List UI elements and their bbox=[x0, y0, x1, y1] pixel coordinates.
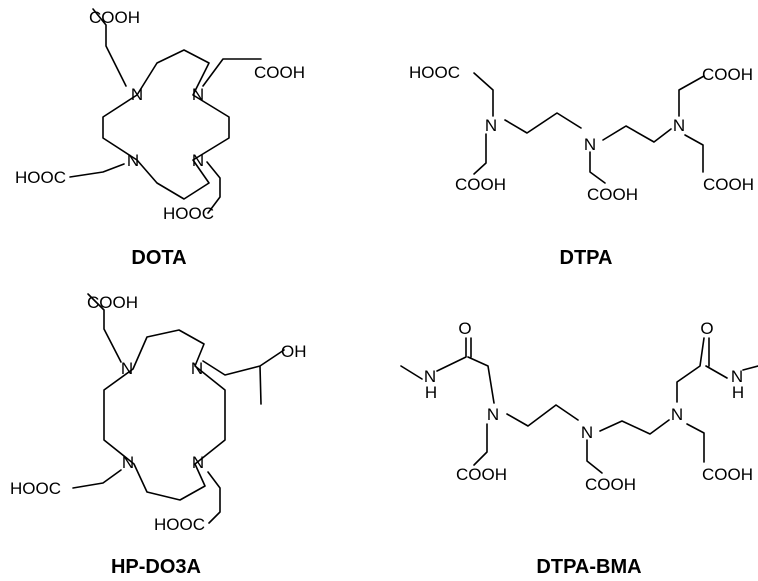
hpdo3a-n1: N bbox=[121, 359, 133, 378]
dtpabma-caption: DTPA-BMA bbox=[536, 556, 641, 578]
hpdo3a-arm-bottom bbox=[207, 471, 221, 524]
dtpabma-amide-left bbox=[400, 337, 495, 404]
hpdo3a-cooh-top: COOH bbox=[87, 293, 138, 312]
dota-n1: N bbox=[131, 85, 143, 104]
dtpa-arm-bl bbox=[473, 133, 487, 175]
hpdo3a-arm-hp bbox=[202, 349, 285, 405]
dota-cooh-top: COOH bbox=[89, 8, 140, 27]
dtpa-hooc-tl: HOOC bbox=[409, 63, 460, 82]
dtpabma-n2: N bbox=[581, 423, 593, 442]
dota-arm-left bbox=[69, 163, 125, 178]
dtpabma-o-left: O bbox=[458, 319, 471, 338]
dtpa-arm-tl bbox=[473, 72, 494, 117]
dtpabma-nh-right-h: H bbox=[732, 383, 744, 402]
hpdo3a-n2: N bbox=[191, 359, 203, 378]
dtpabma-structure: O N H O N H N N N COOH COOH COOH DTPA-BM… bbox=[400, 319, 758, 578]
dota-caption: DOTA bbox=[131, 247, 186, 269]
hpdo3a-oh: OH bbox=[281, 342, 307, 361]
dtpabma-nh-left-n: N bbox=[424, 367, 436, 386]
dtpabma-n3: N bbox=[671, 405, 683, 424]
dtpabma-cooh-bl: COOH bbox=[456, 465, 507, 484]
hpdo3a-caption: HP-DO3A bbox=[111, 556, 201, 578]
dota-arm-bottom bbox=[206, 161, 221, 214]
dtpa-cooh-br: COOH bbox=[703, 175, 754, 194]
dota-cooh-right: COOH bbox=[254, 63, 305, 82]
hpdo3a-arm-top bbox=[87, 293, 122, 363]
hpdo3a-n4: N bbox=[192, 453, 204, 472]
dota-ring bbox=[102, 49, 230, 200]
hpdo3a-ring bbox=[103, 329, 226, 501]
dtpabma-amide-right bbox=[676, 337, 758, 403]
dtpa-arm-tr bbox=[678, 75, 705, 117]
dtpabma-nh-left-h: H bbox=[425, 383, 437, 402]
dota-arm-right bbox=[202, 58, 262, 87]
dtpabma-cooh-br: COOH bbox=[702, 465, 753, 484]
dtpabma-bonds bbox=[400, 337, 758, 474]
hpdo3a-bonds bbox=[72, 293, 285, 524]
dtpabma-cooh-mid: COOH bbox=[585, 475, 636, 494]
dota-hooc-bottom: HOOC bbox=[163, 204, 214, 223]
hpdo3a-arm-left bbox=[72, 469, 122, 489]
dtpa-n3: N bbox=[673, 116, 685, 135]
dtpa-n1: N bbox=[485, 116, 497, 135]
dtpa-n2: N bbox=[584, 135, 596, 154]
dtpabma-nh-right-n: N bbox=[731, 367, 743, 386]
hpdo3a-hooc-bottom: HOOC bbox=[154, 515, 205, 534]
dtpa-arm-br bbox=[684, 134, 704, 173]
dtpa-backbone bbox=[504, 112, 672, 143]
dota-n2: N bbox=[192, 85, 204, 104]
hpdo3a-structure: N N N N COOH OH HOOC HOOC HP-DO3A bbox=[10, 293, 307, 578]
dtpa-cooh-bl: COOH bbox=[455, 175, 506, 194]
dota-n4: N bbox=[192, 151, 204, 170]
dtpabma-n1: N bbox=[487, 405, 499, 424]
dtpabma-backbone bbox=[506, 404, 670, 435]
dota-bonds bbox=[69, 8, 262, 214]
dtpabma-arm-br bbox=[686, 423, 705, 463]
dtpa-caption: DTPA bbox=[560, 247, 613, 269]
dtpabma-o-right: O bbox=[700, 319, 713, 338]
dtpa-bonds bbox=[473, 72, 705, 184]
dtpa-arm-mid bbox=[589, 151, 606, 184]
dtpabma-arm-bl bbox=[473, 423, 488, 466]
dtpa-cooh-tr: COOH bbox=[702, 65, 753, 84]
dota-structure: N N N N COOH COOH HOOC HOOC DOTA bbox=[15, 8, 305, 269]
dtpabma-arm-mid bbox=[586, 439, 603, 474]
hpdo3a-n3: N bbox=[122, 453, 134, 472]
hpdo3a-hooc-left: HOOC bbox=[10, 479, 61, 498]
dtpa-structure: N N N HOOC COOH COOH COOH COOH DTPA bbox=[409, 63, 754, 269]
dota-hooc-left: HOOC bbox=[15, 168, 66, 187]
dota-n3: N bbox=[127, 151, 139, 170]
dota-arm-top bbox=[92, 8, 127, 87]
dtpa-cooh-mid: COOH bbox=[587, 185, 638, 204]
